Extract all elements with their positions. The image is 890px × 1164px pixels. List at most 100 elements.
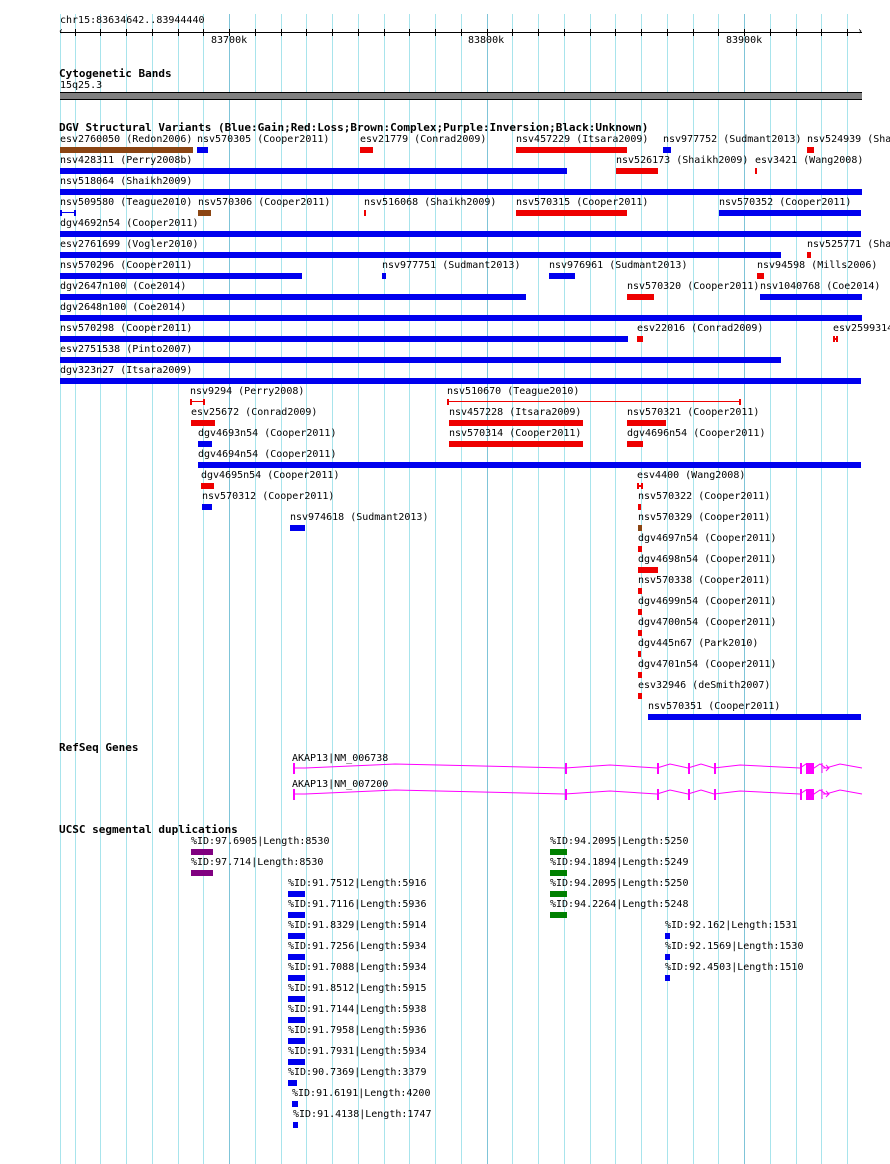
- variant-bar[interactable]: [60, 357, 781, 363]
- variant-bar[interactable]: [60, 252, 781, 258]
- variant-bar[interactable]: [60, 189, 862, 195]
- segdup-bar[interactable]: [288, 996, 305, 1002]
- variant-label[interactable]: dgv2647n100 (Coe2014): [60, 281, 187, 292]
- variant-bar[interactable]: [197, 147, 208, 153]
- variant-bar[interactable]: [360, 147, 373, 153]
- segdup-bar[interactable]: [292, 1101, 298, 1107]
- variant-label[interactable]: nsv428311 (Perry2008b): [60, 155, 193, 166]
- segdup-label[interactable]: %ID:92.1569|Length:1530: [665, 941, 804, 952]
- variant-bar[interactable]: [60, 294, 526, 300]
- variant-bar[interactable]: [198, 210, 211, 216]
- variant-bar[interactable]: [191, 420, 215, 426]
- variant-label[interactable]: nsv9294 (Perry2008): [190, 386, 305, 397]
- variant-bar[interactable]: [364, 210, 366, 216]
- segdup-label[interactable]: %ID:91.7116|Length:5936: [288, 899, 427, 910]
- variant-label[interactable]: nsv457228 (Itsara2009): [449, 407, 582, 418]
- variant-label[interactable]: esv2599314: [833, 323, 890, 334]
- variant-bar[interactable]: [638, 693, 642, 699]
- segdup-bar[interactable]: [665, 933, 670, 939]
- cytoband-bar[interactable]: [60, 92, 862, 100]
- variant-bar[interactable]: [382, 273, 386, 279]
- segdup-label[interactable]: %ID:94.2095|Length:5250: [550, 878, 689, 889]
- variant-label[interactable]: nsv570315 (Cooper2011): [516, 197, 649, 208]
- variant-label[interactable]: esv22016 (Conrad2009): [637, 323, 764, 334]
- gene-label[interactable]: AKAP13|NM_007200: [292, 779, 389, 790]
- variant-label[interactable]: dgv4693n54 (Cooper2011): [198, 428, 337, 439]
- segdup-bar[interactable]: [550, 891, 567, 897]
- segdup-label[interactable]: %ID:91.7958|Length:5936: [288, 1025, 427, 1036]
- variant-label[interactable]: esv2751538 (Pinto2007): [60, 344, 193, 355]
- gene-model[interactable]: [0, 784, 890, 804]
- variant-label[interactable]: dgv4696n54 (Cooper2011): [627, 428, 766, 439]
- variant-label[interactable]: dgv323n27 (Itsara2009): [60, 365, 193, 376]
- variant-line[interactable]: [190, 401, 204, 402]
- variant-bar[interactable]: [648, 714, 861, 720]
- variant-label[interactable]: esv21779 (Conrad2009): [360, 134, 487, 145]
- variant-bar[interactable]: [627, 420, 666, 426]
- variant-label[interactable]: nsv570298 (Cooper2011): [60, 323, 193, 334]
- segdup-label[interactable]: %ID:91.7512|Length:5916: [288, 878, 427, 889]
- variant-label[interactable]: esv2760050 (Redon2006): [60, 134, 193, 145]
- variant-bar[interactable]: [719, 210, 861, 216]
- segdup-bar[interactable]: [288, 891, 305, 897]
- variant-label[interactable]: nsv509580 (Teague2010): [60, 197, 193, 208]
- segdup-bar[interactable]: [288, 912, 305, 918]
- variant-bar[interactable]: [201, 483, 214, 489]
- gene-label[interactable]: AKAP13|NM_006738: [292, 753, 389, 764]
- segdup-label[interactable]: %ID:94.2264|Length:5248: [550, 899, 689, 910]
- variant-bar[interactable]: [198, 441, 212, 447]
- segdup-label[interactable]: %ID:91.7144|Length:5938: [288, 1004, 427, 1015]
- variant-label[interactable]: nsv94598 (Mills2006): [757, 260, 878, 271]
- variant-label[interactable]: dgv4692n54 (Cooper2011): [60, 218, 199, 229]
- segdup-label[interactable]: %ID:91.4138|Length:1747: [293, 1109, 432, 1120]
- variant-bar[interactable]: [755, 168, 757, 174]
- variant-label[interactable]: dgv4700n54 (Cooper2011): [638, 617, 777, 628]
- segdup-bar[interactable]: [293, 1122, 298, 1128]
- segdup-bar[interactable]: [665, 975, 670, 981]
- variant-label[interactable]: nsv976961 (Sudmant2013): [549, 260, 688, 271]
- segdup-bar[interactable]: [288, 975, 305, 981]
- segdup-bar[interactable]: [288, 1080, 297, 1086]
- variant-bar[interactable]: [638, 672, 642, 678]
- variant-bar[interactable]: [616, 168, 658, 174]
- variant-bar[interactable]: [638, 504, 641, 510]
- segdup-bar[interactable]: [191, 870, 213, 876]
- variant-label[interactable]: dgv445n67 (Park2010): [638, 638, 759, 649]
- variant-label[interactable]: nsv1040768 (Coe2014): [760, 281, 881, 292]
- variant-label[interactable]: nsv516068 (Shaikh2009): [364, 197, 497, 208]
- variant-line[interactable]: [447, 401, 740, 402]
- segdup-bar[interactable]: [288, 954, 305, 960]
- variant-label[interactable]: esv2761699 (Vogler2010): [60, 239, 199, 250]
- variant-label[interactable]: dgv4694n54 (Cooper2011): [198, 449, 337, 460]
- variant-bar[interactable]: [60, 378, 861, 384]
- variant-label[interactable]: nsv526173 (Shaikh2009): [616, 155, 749, 166]
- segdup-label[interactable]: %ID:92.162|Length:1531: [665, 920, 798, 931]
- variant-label[interactable]: nsv570351 (Cooper2011): [648, 701, 781, 712]
- variant-label[interactable]: nsv457229 (Itsara2009): [516, 134, 649, 145]
- variant-bar[interactable]: [638, 588, 642, 594]
- variant-bar[interactable]: [60, 336, 628, 342]
- variant-label[interactable]: dgv4699n54 (Cooper2011): [638, 596, 777, 607]
- variant-bar[interactable]: [60, 231, 861, 237]
- variant-bar[interactable]: [757, 273, 764, 279]
- variant-label[interactable]: nsv977751 (Sudmant2013): [382, 260, 521, 271]
- variant-bar[interactable]: [60, 315, 862, 321]
- segdup-bar[interactable]: [191, 849, 213, 855]
- variant-label[interactable]: dgv4701n54 (Cooper2011): [638, 659, 777, 670]
- variant-label[interactable]: nsv518064 (Shaikh2009): [60, 176, 193, 187]
- variant-label[interactable]: esv32946 (deSmith2007): [638, 680, 771, 691]
- variant-bar[interactable]: [638, 546, 642, 552]
- variant-bar[interactable]: [638, 525, 642, 531]
- variant-line[interactable]: [60, 212, 75, 213]
- variant-bar[interactable]: [198, 462, 861, 468]
- variant-bar[interactable]: [627, 441, 643, 447]
- variant-bar[interactable]: [449, 420, 583, 426]
- variant-bar[interactable]: [637, 336, 643, 342]
- variant-label[interactable]: nsv510670 (Teague2010): [447, 386, 580, 397]
- variant-label[interactable]: dgv2648n100 (Coe2014): [60, 302, 187, 313]
- variant-bar[interactable]: [663, 147, 671, 153]
- variant-bar[interactable]: [760, 294, 862, 300]
- segdup-bar[interactable]: [550, 870, 567, 876]
- variant-bar[interactable]: [516, 210, 627, 216]
- variant-bar[interactable]: [60, 168, 567, 174]
